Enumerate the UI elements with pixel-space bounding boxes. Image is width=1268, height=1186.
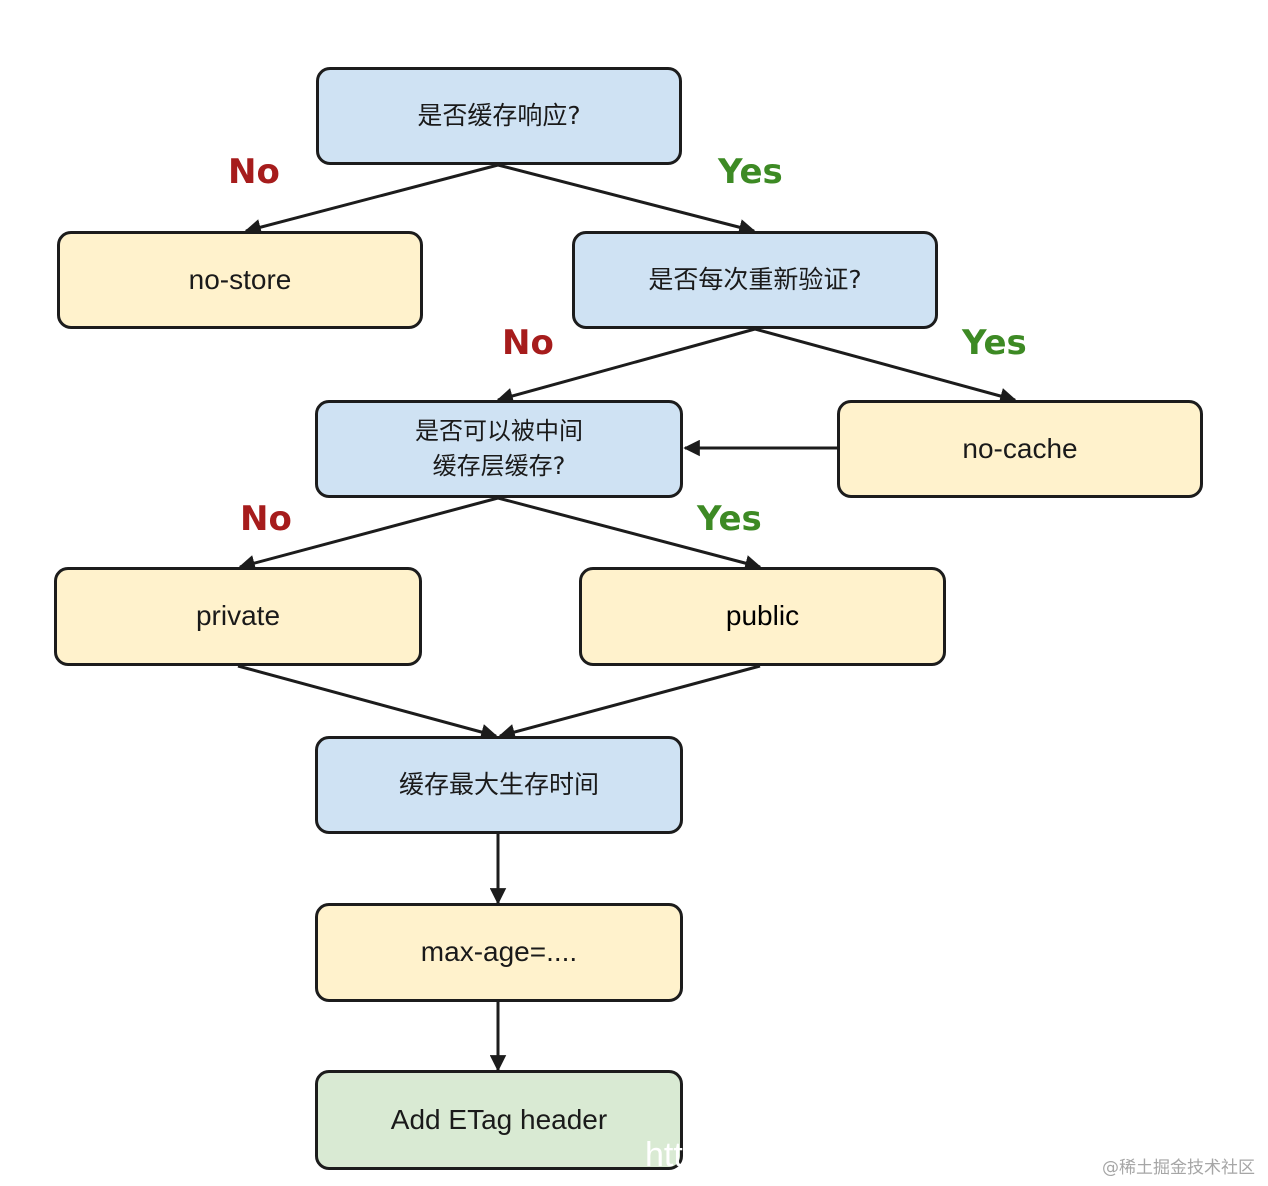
node-no-store-text: no-store xyxy=(188,263,292,295)
overlay-text-fragment: htt xyxy=(645,1136,683,1174)
node-max-age-text: max-age=.... xyxy=(420,936,578,968)
node-no-cache: no-cache xyxy=(837,400,1203,498)
arrow-cache-yes xyxy=(497,163,756,236)
node-intermediate-cacheable: 是否可以被中间 缓存层缓存? xyxy=(315,400,683,498)
label-no-revalidate: No xyxy=(502,323,554,363)
node-should-cache: 是否缓存响应? xyxy=(316,67,682,165)
node-private-text: private xyxy=(195,600,281,632)
arrow-private-to-maxage xyxy=(237,664,498,741)
label-yes-revalidate: Yes xyxy=(962,323,1027,363)
node-intermediate-text: 是否可以被中间 缓存层缓存? xyxy=(415,417,583,480)
node-add-etag-text: Add ETag header xyxy=(390,1103,608,1135)
arrow-revalidate-yes xyxy=(754,327,1017,405)
node-public: public xyxy=(579,567,946,666)
label-no-intermediate: No xyxy=(240,499,292,539)
watermark: @稀土掘金技术社区 xyxy=(1102,1158,1255,1178)
node-private: private xyxy=(54,567,422,666)
label-yes-cache-response: Yes xyxy=(718,152,783,192)
arrow-intermediate-no xyxy=(238,496,499,572)
node-no-store: no-store xyxy=(57,231,423,329)
arrow-intermediate-yes xyxy=(497,496,762,572)
label-yes-intermediate: Yes xyxy=(697,499,762,539)
node-public-text: public xyxy=(725,600,800,632)
node-revalidate-text: 是否每次重新验证? xyxy=(648,264,862,294)
node-max-age-question-text: 缓存最大生存时间 xyxy=(398,769,599,799)
label-no-cache-response: No xyxy=(228,152,280,192)
arrow-public-to-maxage xyxy=(498,664,761,741)
arrow-cache-no xyxy=(244,163,499,236)
node-no-cache-text: no-cache xyxy=(962,432,1078,464)
node-revalidate-each-time: 是否每次重新验证? xyxy=(572,231,938,329)
arrow-revalidate-no xyxy=(496,327,756,404)
node-max-age-question: 缓存最大生存时间 xyxy=(315,736,683,834)
node-max-age: max-age=.... xyxy=(315,903,683,1002)
node-add-etag: Add ETag header xyxy=(315,1070,683,1170)
node-should-cache-text: 是否缓存响应? xyxy=(417,100,581,130)
